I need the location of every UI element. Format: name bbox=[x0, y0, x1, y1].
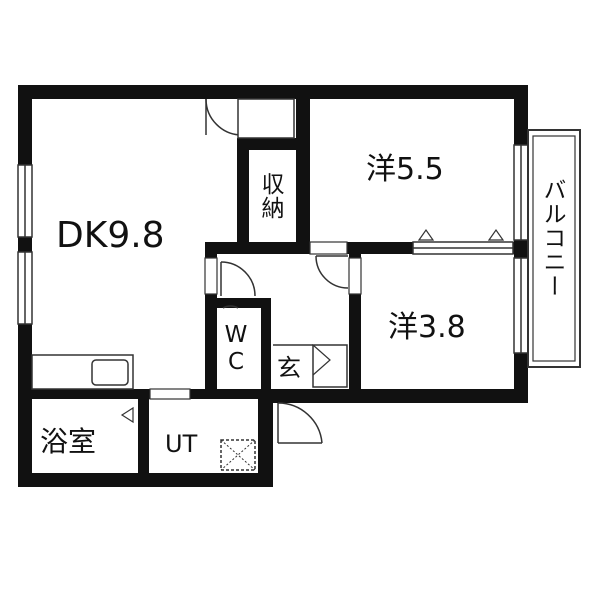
washer-cross-2 bbox=[220, 439, 256, 471]
shoe-cabinet bbox=[312, 344, 348, 388]
closet-marks bbox=[120, 228, 505, 424]
windows bbox=[17, 144, 529, 354]
washer-cross-1 bbox=[220, 439, 256, 471]
openings bbox=[149, 241, 362, 400]
room-label-entrance: 玄 bbox=[277, 354, 301, 382]
door-swings bbox=[205, 98, 349, 444]
room-label-toilet: WC bbox=[223, 322, 249, 376]
balcony-outline bbox=[527, 129, 581, 368]
washer-space bbox=[220, 439, 256, 471]
room-label-western-small: 洋3.8 bbox=[388, 310, 466, 345]
room-label-balcony: バルコニー bbox=[539, 178, 565, 298]
room-label-western-large: 洋5.5 bbox=[366, 152, 444, 187]
room-label-utility: UT bbox=[165, 430, 198, 458]
balcony-inner bbox=[532, 135, 576, 362]
room-label-storage: 収納 bbox=[257, 172, 283, 220]
kitchen-sink bbox=[91, 359, 129, 386]
shoe-cabinet-door bbox=[312, 344, 331, 376]
room-label-bathroom: 浴室 bbox=[40, 425, 97, 458]
room-label-dining-kitchen: DK9.8 bbox=[56, 215, 165, 256]
